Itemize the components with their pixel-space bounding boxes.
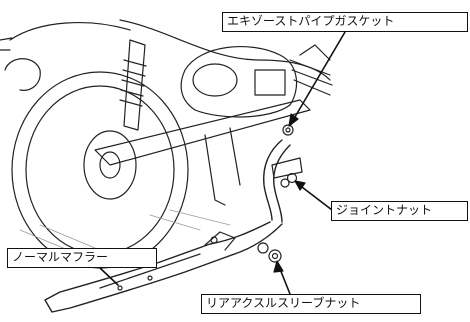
exhaust-gasket-part bbox=[282, 124, 294, 136]
exhaust-gasket-inner bbox=[285, 127, 291, 133]
left-edge-bracket bbox=[0, 37, 13, 51]
arrowhead-joint-nut bbox=[294, 180, 306, 191]
rear-shock-absorber bbox=[123, 39, 146, 131]
callout-normal-muffler: ノーマルマフラー bbox=[7, 248, 157, 268]
wheel-hub bbox=[83, 130, 137, 200]
arrowhead-exhaust-gasket bbox=[288, 113, 299, 127]
axle-sleeve-nut-part bbox=[268, 249, 282, 263]
ground-shading bbox=[19, 209, 231, 256]
joint-nut-part bbox=[286, 172, 298, 184]
tail-lamp bbox=[4, 58, 41, 91]
callout-rear-axle-sleeve-nut: リアアクスルスリーブナット bbox=[201, 294, 421, 314]
axle-washer-part bbox=[257, 242, 269, 254]
main-stand bbox=[204, 127, 241, 206]
swing-arm bbox=[94, 99, 311, 166]
leader-muffler bbox=[99, 267, 119, 286]
muffler-mount-bracket bbox=[204, 231, 236, 251]
muffler-bolt-hole bbox=[210, 236, 218, 244]
axle-sleeve-nut-inner bbox=[271, 252, 279, 260]
exhaust-pipe bbox=[263, 139, 291, 223]
muffler-heat-guard bbox=[99, 253, 201, 289]
engine-case bbox=[180, 45, 298, 118]
callout-joint-nut: ジョイントナット bbox=[331, 201, 468, 221]
callout-exhaust-pipe-gasket: エキゾーストパイプガスケット bbox=[222, 12, 468, 32]
leader-joint-nut bbox=[297, 183, 333, 211]
joint-nut-part-2 bbox=[280, 178, 290, 188]
muffler-rivet bbox=[147, 275, 153, 281]
rear-tire bbox=[11, 71, 189, 269]
arrowhead-axle-nut bbox=[273, 260, 284, 273]
muffler-rivet-2 bbox=[117, 285, 123, 291]
muffler-body bbox=[44, 221, 283, 313]
engine-detail bbox=[254, 69, 286, 96]
engine-cover bbox=[192, 63, 238, 97]
hub-cap bbox=[99, 151, 121, 179]
leader-exhaust-gasket bbox=[291, 31, 346, 123]
exhaust-flange bbox=[271, 157, 303, 179]
shock-spring bbox=[119, 59, 147, 107]
